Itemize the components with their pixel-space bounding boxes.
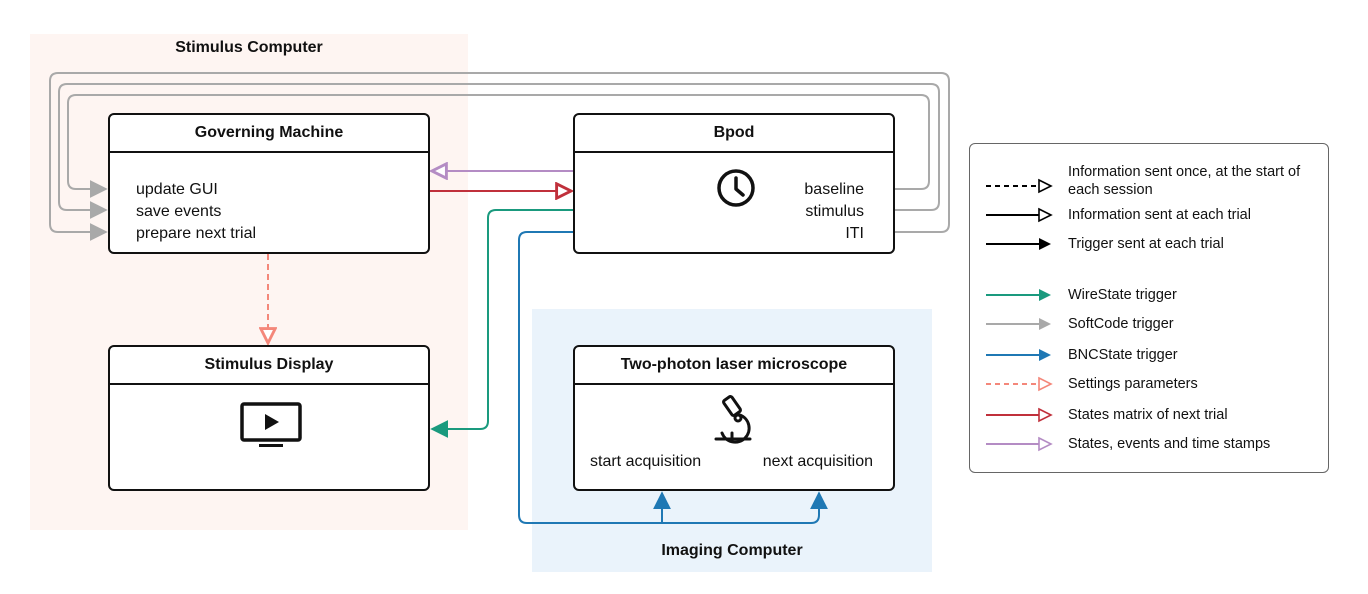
microscope-box: Two-photon laser microscope start acquis… xyxy=(573,345,895,491)
stimulus-display-title: Stimulus Display xyxy=(110,347,428,385)
legend-label: Information sent at each trial xyxy=(1068,207,1251,223)
legend-label: WireState trigger xyxy=(1068,287,1177,303)
legend-swatch-bncstate xyxy=(986,349,1051,361)
governing-machine-line-prepare: prepare next trial xyxy=(136,225,257,242)
legend-swatch-settings xyxy=(986,376,1053,392)
legend-label: States matrix of next trial xyxy=(1068,407,1228,423)
imaging-computer-title: Imaging Computer xyxy=(661,542,803,559)
bpod-box: Bpod baseline stimulus ITI xyxy=(573,113,895,254)
legend-swatch-trigger xyxy=(986,238,1051,250)
microscope-icon xyxy=(714,395,752,444)
legend-label: States, events and time stamps xyxy=(1068,436,1271,452)
legend-swatch-states-matrix xyxy=(986,407,1053,423)
legend: Information sent once, at the start of e… xyxy=(969,143,1329,473)
bpod-line-iti: ITI xyxy=(845,225,864,242)
legend-swatch-wirestate xyxy=(986,289,1051,301)
legend-label: Information sent once, at the start of e… xyxy=(1068,164,1301,198)
governing-machine-box: Governing Machine update GUI save events… xyxy=(108,113,430,254)
legend-label: SoftCode trigger xyxy=(1068,316,1174,332)
governing-machine-title: Governing Machine xyxy=(110,115,428,153)
governing-machine-line-update: update GUI xyxy=(136,181,218,198)
bpod-line-baseline: baseline xyxy=(804,181,864,198)
clock-icon xyxy=(717,169,755,207)
next-acquisition-label: next acquisition xyxy=(762,453,873,470)
microscope-title: Two-photon laser microscope xyxy=(575,347,893,385)
bpod-title: Bpod xyxy=(575,115,893,153)
legend-swatch-trial-info xyxy=(986,207,1053,223)
legend-label: BNCState trigger xyxy=(1068,347,1178,363)
governing-machine-line-save: save events xyxy=(136,203,222,220)
legend-swatch-states-events xyxy=(986,436,1053,452)
legend-label: Settings parameters xyxy=(1068,376,1198,392)
legend-label: Trigger sent at each trial xyxy=(1068,236,1224,252)
legend-swatch-session-info xyxy=(986,178,1053,194)
stimulus-display-box: Stimulus Display xyxy=(108,345,430,491)
bpod-line-stimulus: stimulus xyxy=(805,203,864,220)
legend-swatch-softcode xyxy=(986,318,1051,330)
display-play-icon xyxy=(240,402,302,447)
start-acquisition-label: start acquisition xyxy=(590,453,702,470)
stimulus-computer-title: Stimulus Computer xyxy=(175,39,323,56)
